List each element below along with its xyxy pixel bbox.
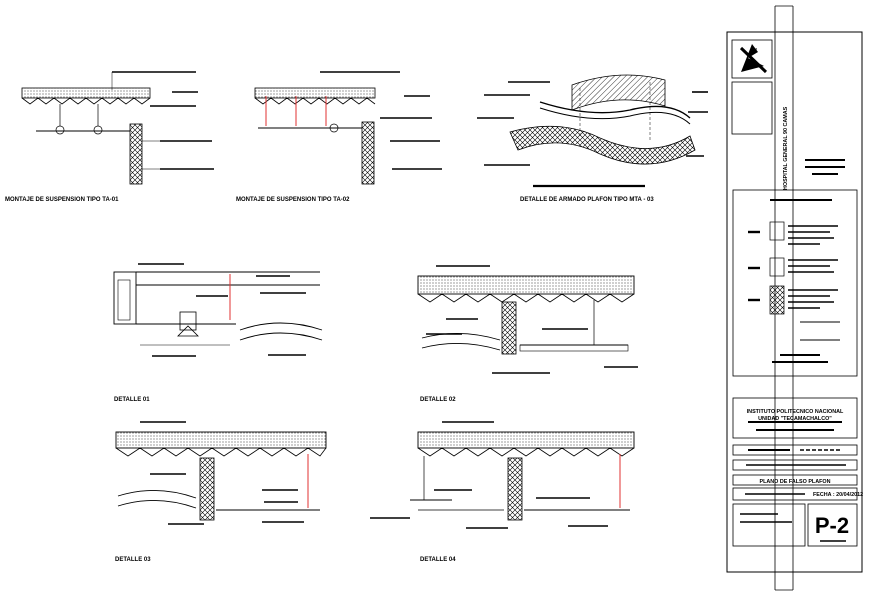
- sheet-number: P-2: [815, 513, 849, 538]
- sheet-number-box: [732, 503, 858, 547]
- drawing-title: PLANO DE FALSO PLAFON: [760, 479, 831, 485]
- caption-d02: DETALLE 02: [420, 397, 456, 403]
- detail-ta02: [254, 71, 442, 185]
- project-name: HOSPITAL GENERAL 90 CAMAS: [783, 106, 789, 190]
- caption-d01: DETALLE 01: [114, 397, 150, 403]
- title-block: [726, 5, 863, 591]
- caption-ta02: MONTAJE DE SUSPENSION TIPO TA-02: [236, 197, 350, 203]
- caption-d04: DETALLE 04: [420, 557, 456, 563]
- detalle-02: [417, 265, 638, 374]
- legend-panel: [732, 189, 858, 377]
- institute-name: INSTITUTO POLITECNICO NACIONAL: [747, 409, 844, 415]
- caption-d03: DETALLE 03: [115, 557, 151, 563]
- caption-mta03: DETALLE DE ARMADO PLAFON TIPO MTA - 03: [520, 197, 654, 203]
- institute-unit: UNIDAD "TECAMACHALCO": [758, 416, 832, 422]
- caption-ta01: MONTAJE DE SUSPENSION TIPO TA-01: [5, 197, 119, 203]
- north-letter: N: [753, 48, 757, 54]
- detalle-03: [115, 421, 327, 525]
- detail-mta03: [477, 74, 708, 188]
- detail-ta01: [21, 71, 214, 185]
- info-rows: [732, 444, 858, 501]
- detalle-04: [370, 421, 635, 529]
- drawing-date: FECHA : 20/04/2012: [813, 492, 863, 498]
- north-arrow-icon: [739, 44, 768, 74]
- strip-blocks: [805, 159, 845, 175]
- institute-box: [732, 397, 858, 439]
- detalle-01: [113, 263, 323, 357]
